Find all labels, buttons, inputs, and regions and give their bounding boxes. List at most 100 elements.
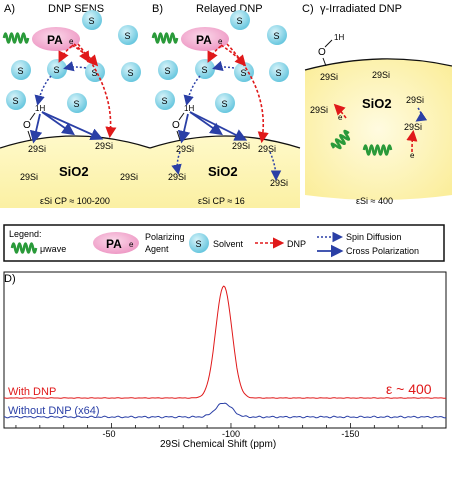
without-dnp-label: Without DNP (x64) bbox=[8, 405, 100, 417]
svg-text:29Si: 29Si bbox=[372, 70, 390, 80]
si-label: 29Si bbox=[28, 144, 46, 154]
svg-text:S: S bbox=[125, 31, 131, 41]
svg-text:S: S bbox=[165, 66, 171, 76]
spin-diffusion-arrows bbox=[34, 61, 87, 106]
svg-text:29Si: 29Si bbox=[20, 172, 38, 182]
panel-d-label: D) bbox=[4, 273, 16, 285]
silica-edge bbox=[0, 135, 151, 149]
silica-surface bbox=[150, 136, 300, 208]
solvent-icon bbox=[189, 233, 209, 253]
svg-text:S: S bbox=[89, 16, 95, 26]
panel-c: C) γ-Irradiated DNP 1H O 29Si 29Si SiO2 … bbox=[302, 3, 452, 206]
svg-text:S: S bbox=[13, 96, 19, 106]
legend-box bbox=[3, 224, 445, 262]
svg-text:29Si: 29Si bbox=[232, 141, 250, 151]
x-tick-label: -50 bbox=[103, 429, 116, 439]
legend-spin-diffusion: Spin Diffusion bbox=[346, 232, 401, 242]
legend-cross-polarization: Cross Polarization bbox=[346, 246, 419, 256]
legend-solvent: Solvent bbox=[213, 239, 244, 249]
legend-microwave: μwave bbox=[40, 244, 66, 254]
spin-diffusion-arrows bbox=[171, 60, 282, 181]
legend-title: Legend: bbox=[9, 229, 42, 239]
svg-text:S: S bbox=[18, 66, 24, 76]
svg-text:S: S bbox=[274, 31, 280, 41]
solvent-molecules: S S S S S S S S bbox=[155, 10, 289, 113]
cross-polarization-arrows bbox=[29, 111, 104, 144]
pa-label: PA bbox=[47, 33, 63, 47]
x-tick-label: -100 bbox=[222, 429, 240, 439]
with-dnp-label: With DNP bbox=[8, 386, 56, 398]
polarizing-agent-icon bbox=[93, 232, 139, 254]
microwave-coil-icon bbox=[330, 129, 351, 150]
panel-b-title: Relayed DNP bbox=[196, 3, 263, 15]
svg-text:29Si: 29Si bbox=[310, 105, 328, 115]
oxygen-label: O bbox=[23, 120, 31, 131]
svg-text:S: S bbox=[162, 96, 168, 106]
svg-text:O: O bbox=[172, 120, 180, 131]
svg-text:29Si: 29Si bbox=[258, 144, 276, 154]
microwave-coil-icon bbox=[10, 242, 38, 254]
silica-surface bbox=[0, 136, 150, 208]
svg-text:S: S bbox=[202, 65, 208, 75]
panel-c-label: C) bbox=[302, 3, 314, 15]
svg-text:S: S bbox=[276, 68, 282, 78]
dnp-arrows bbox=[333, 103, 418, 153]
dnp-arrows bbox=[207, 43, 269, 144]
svg-text:PA: PA bbox=[106, 237, 122, 251]
svg-text:S: S bbox=[196, 239, 202, 249]
panel-d: D) -50 -100 -150 With DNP Without DNP (x64… bbox=[3, 271, 447, 450]
svg-text:S: S bbox=[222, 99, 228, 109]
cross-polarization-arrows bbox=[177, 111, 248, 144]
svg-text:S: S bbox=[74, 99, 80, 109]
svg-text:e: e bbox=[338, 113, 343, 122]
svg-text:e: e bbox=[410, 151, 415, 160]
chart-frame bbox=[3, 271, 447, 429]
spectrum-with-dnp bbox=[3, 285, 447, 399]
svg-text:SiO2: SiO2 bbox=[362, 96, 392, 111]
spin-diffusion-arrows bbox=[415, 107, 428, 122]
panel-b: B) Relayed DNP PA e S S S S S S S S 1H O… bbox=[149, 3, 301, 208]
proton-label: 1H bbox=[35, 104, 45, 113]
panel-a-label: A) bbox=[4, 3, 15, 15]
svg-text:29Si: 29Si bbox=[404, 122, 422, 132]
svg-text:29Si: 29Si bbox=[95, 141, 113, 151]
microwave-coil-icon bbox=[151, 32, 179, 44]
solvent-molecules: S S S S S S S S bbox=[6, 10, 141, 113]
panel-c-title: γ-Irradiated DNP bbox=[320, 3, 402, 15]
legend: Legend: μwave PA e Polarizing Agent S So… bbox=[3, 224, 445, 262]
svg-text:29Si: 29Si bbox=[120, 172, 138, 182]
svg-text:S: S bbox=[54, 65, 60, 75]
silica-particle bbox=[305, 58, 452, 201]
svg-text:O: O bbox=[318, 47, 326, 58]
dnp-arrows bbox=[58, 43, 117, 139]
electron-label: e bbox=[69, 37, 74, 46]
enhancement-a: εSi CP ≈ 100-200 bbox=[40, 196, 110, 206]
svg-text:29Si: 29Si bbox=[168, 172, 186, 182]
x-axis-label: 29Si Chemical Shift (ppm) bbox=[160, 439, 276, 450]
microwave-coil-icon bbox=[362, 144, 393, 156]
legend-dnp: DNP bbox=[287, 239, 306, 249]
svg-text:e: e bbox=[129, 240, 134, 249]
svg-text:S: S bbox=[128, 68, 134, 78]
panel-b-label: B) bbox=[152, 3, 163, 15]
spectra-plot bbox=[3, 285, 447, 419]
panel-a: A) DNP SENS PA e S S S S S S S S 1H O 29… bbox=[0, 3, 151, 208]
legend-agent-1: Polarizing bbox=[145, 232, 185, 242]
svg-text:1H: 1H bbox=[184, 104, 194, 113]
polarizing-agent-icon bbox=[32, 27, 80, 51]
enhancement-c: εSi ≈ 400 bbox=[356, 196, 393, 206]
spectrum-without-dnp bbox=[3, 402, 447, 419]
sio2-label: SiO2 bbox=[59, 164, 89, 179]
microwave-coil-icon bbox=[2, 32, 30, 44]
legend-agent-2: Agent bbox=[145, 244, 169, 254]
polarizing-agent-icon bbox=[181, 27, 229, 51]
svg-text:29Si: 29Si bbox=[176, 144, 194, 154]
x-tick-label: -150 bbox=[341, 429, 359, 439]
svg-text:PA: PA bbox=[196, 33, 212, 47]
svg-text:S: S bbox=[241, 68, 247, 78]
enhancement-b: εSi CP ≈ 16 bbox=[198, 196, 245, 206]
svg-text:S: S bbox=[237, 16, 243, 26]
epsilon-annotation: ε ~ 400 bbox=[386, 381, 432, 397]
svg-text:SiO2: SiO2 bbox=[208, 164, 238, 179]
svg-text:1H: 1H bbox=[334, 33, 344, 42]
